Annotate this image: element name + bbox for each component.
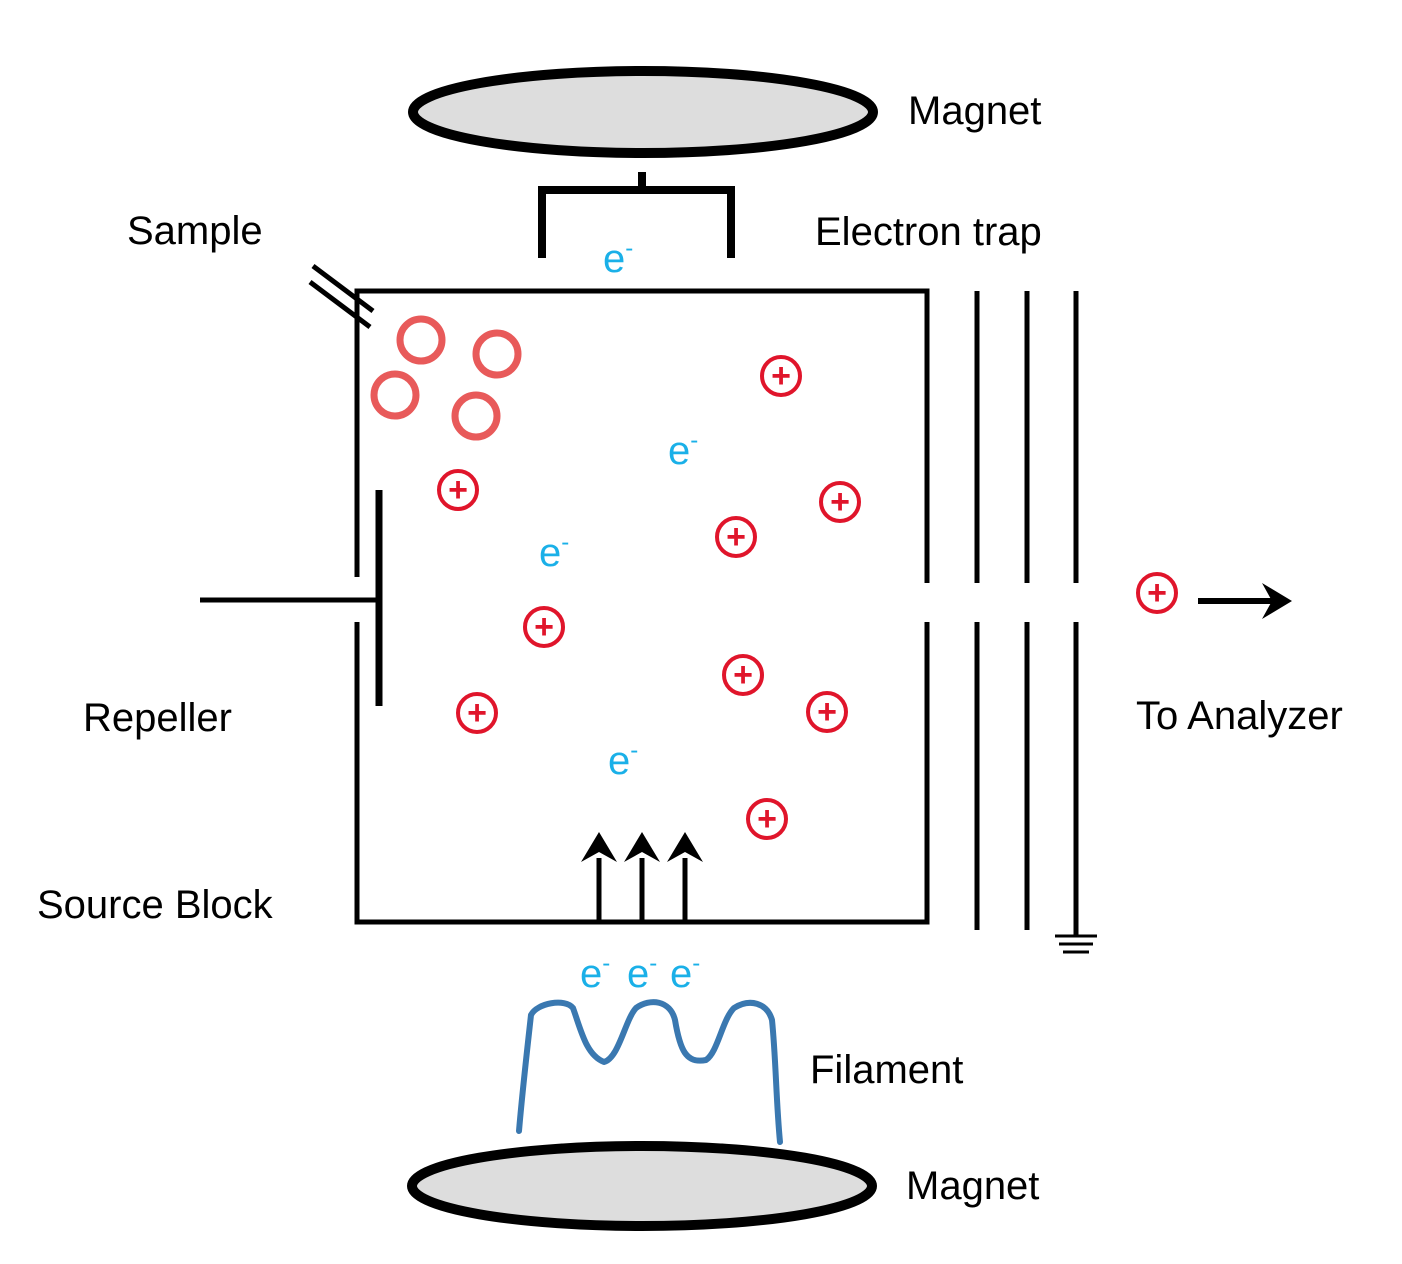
focusing-plates — [974, 291, 1079, 936]
electron: e- — [580, 950, 610, 996]
plus-sign: + — [771, 357, 791, 395]
positive-ion: + — [715, 516, 757, 558]
to-analyzer-label: To Analyzer — [1136, 694, 1343, 738]
positive-ion: + — [760, 355, 802, 397]
ion-circle — [456, 692, 498, 734]
ion-circle — [819, 481, 861, 523]
molecule — [451, 391, 501, 441]
source-block-label: Source Block — [37, 883, 274, 927]
positive-ion: + — [819, 481, 861, 523]
molecule — [370, 370, 420, 420]
positive-ion: + — [1136, 572, 1178, 614]
plus-sign: + — [534, 608, 554, 646]
plus-sign: + — [830, 483, 850, 521]
filament-label: Filament — [810, 1048, 963, 1092]
electron: e- — [670, 950, 700, 996]
positive-ion: + — [456, 692, 498, 734]
magnet-bottom — [407, 1141, 877, 1231]
ion-circle — [806, 691, 848, 733]
repeller-label: Repeller — [83, 696, 232, 740]
plus-sign: + — [726, 518, 746, 556]
magnet-top-label: Magnet — [908, 89, 1041, 133]
electron: e- — [539, 529, 569, 575]
electron: e- — [668, 427, 698, 473]
ion-circle — [523, 606, 565, 648]
exiting-ion: + — [1136, 572, 1178, 614]
positive-ion: + — [722, 654, 764, 696]
plus-sign: + — [757, 800, 777, 838]
positive-ion: + — [437, 469, 479, 511]
ion-circle — [1136, 572, 1178, 614]
magnet-top — [408, 66, 878, 158]
ion-circle — [437, 469, 479, 511]
sample-label: Sample — [127, 209, 263, 253]
positive-ions: + + + + + + + + + — [437, 355, 861, 840]
source-block — [354, 288, 930, 925]
electron-trap-label: Electron trap — [815, 210, 1042, 254]
filament — [516, 999, 783, 1145]
positive-ion: + — [523, 606, 565, 648]
electrons: e-e-e-e-e-e-e- — [539, 235, 700, 996]
magnet-bottom-label: Magnet — [906, 1164, 1039, 1208]
electron-beam-arrows — [581, 832, 703, 922]
plus-sign: + — [733, 656, 753, 694]
sample-inlet — [308, 264, 375, 329]
positive-ion: + — [806, 691, 848, 733]
ion-circle — [746, 798, 788, 840]
positive-ion: + — [746, 798, 788, 840]
electron: e- — [608, 737, 638, 783]
plus-sign: + — [467, 694, 487, 732]
exit-arrow — [1198, 583, 1292, 619]
electron-trap — [538, 172, 735, 258]
repeller — [200, 490, 383, 706]
ion-circle — [760, 355, 802, 397]
plus-sign: + — [1147, 574, 1167, 612]
ion-circle — [715, 516, 757, 558]
electron: e- — [603, 235, 633, 281]
electron: e- — [627, 950, 657, 996]
molecule — [396, 315, 446, 365]
sample-molecules — [370, 315, 522, 441]
plus-sign: + — [817, 693, 837, 731]
plus-sign: + — [448, 471, 468, 509]
ground-icon — [1055, 934, 1097, 954]
ion-circle — [722, 654, 764, 696]
molecule — [472, 329, 522, 379]
